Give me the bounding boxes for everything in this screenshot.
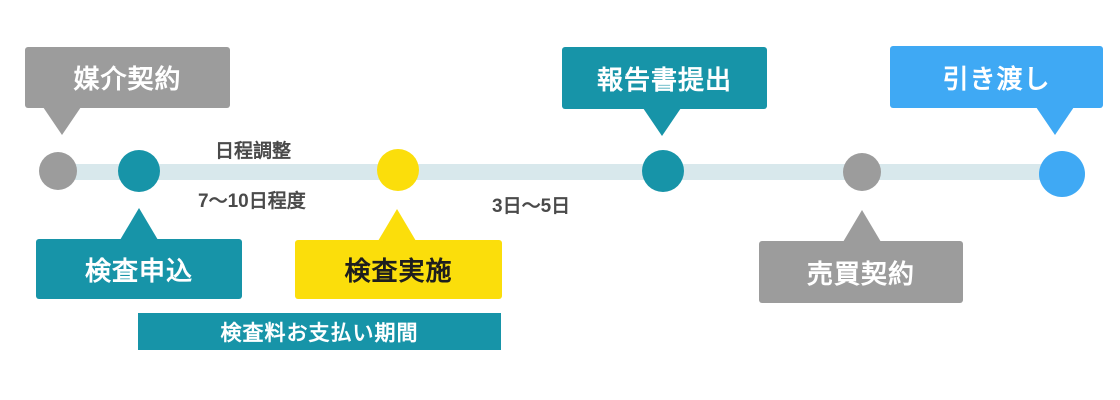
bubble-tail-up-icon <box>120 208 158 240</box>
bubble-handover: 引き渡し <box>890 46 1103 135</box>
bubble-inspection-application-label: 検査申込 <box>84 255 193 286</box>
bubble-sales-contract-label: 売買契約 <box>806 258 915 289</box>
bubble-report-submission: 報告書提出 <box>562 47 767 136</box>
bubble-sales-contract: 売買契約 <box>759 210 963 303</box>
bubble-report-submission-label: 報告書提出 <box>596 64 732 95</box>
payment-period-bar: 検査料お支払い期間 <box>138 313 501 350</box>
dot-handover <box>1039 151 1085 197</box>
bubble-mediation-contract-label: 媒介契約 <box>73 64 182 94</box>
note-duration-3-5-days: 3日〜5日 <box>492 196 571 217</box>
dot-mediation-contract <box>39 152 77 190</box>
bubble-handover-label: 引き渡し <box>942 63 1051 94</box>
bubble-tail-down-icon <box>1036 107 1074 135</box>
bubble-inspection-application: 検査申込 <box>36 208 242 299</box>
timeline-track <box>45 164 1065 180</box>
bubble-tail-up-icon <box>378 209 416 241</box>
bubble-tail-up-icon <box>843 210 881 242</box>
bubble-inspection-execution-label: 検査実施 <box>344 256 453 286</box>
note-duration-7-10-days: 7〜10日程度 <box>198 191 306 212</box>
dot-inspection-application <box>118 150 160 192</box>
note-scheduling: 日程調整 <box>215 141 292 162</box>
bubble-tail-down-icon <box>43 107 81 135</box>
dot-report-submission <box>642 150 684 192</box>
bubble-mediation-contract: 媒介契約 <box>25 47 230 135</box>
dot-sales-contract <box>843 153 881 191</box>
bubble-tail-down-icon <box>643 108 681 136</box>
payment-period-label: 検査料お支払い期間 <box>220 321 419 345</box>
dot-inspection-execution <box>377 149 419 191</box>
bubble-inspection-execution: 検査実施 <box>295 209 502 299</box>
